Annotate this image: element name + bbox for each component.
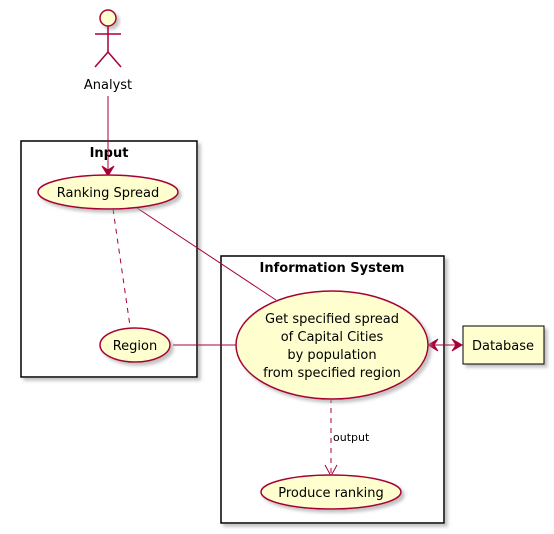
actor-left-leg bbox=[94, 51, 109, 68]
usecase-ranking-spread: Ranking Spread bbox=[37, 174, 179, 210]
usecase-get-spread-line-4: from specified region bbox=[263, 366, 401, 381]
edge-getspread-database bbox=[427, 338, 463, 352]
actor-right-leg bbox=[107, 51, 122, 68]
edge-ranking-getspread bbox=[133, 205, 277, 301]
database-node: Database bbox=[462, 325, 545, 365]
usecase-get-spread-line-1: Get specified spread bbox=[265, 312, 399, 327]
package-info-title: Information System bbox=[260, 261, 405, 276]
database-label: Database bbox=[472, 339, 534, 354]
package-input-title: Input bbox=[90, 146, 129, 161]
usecase-ranking-spread-label: Ranking Spread bbox=[57, 186, 160, 201]
usecase-produce-ranking-label: Produce ranking bbox=[278, 486, 384, 501]
usecase-get-spread-line-2: of Capital Cities bbox=[281, 330, 384, 345]
usecase-produce-ranking: Produce ranking bbox=[260, 474, 402, 510]
usecase-get-spread-line-3: by population bbox=[287, 348, 376, 363]
edge-output-label: output bbox=[333, 431, 370, 444]
actor-analyst bbox=[94, 9, 122, 68]
actor-label: Analyst bbox=[84, 78, 132, 93]
actor-head bbox=[99, 9, 117, 27]
usecase-region: Region bbox=[99, 327, 171, 363]
usecase-region-label: Region bbox=[113, 339, 158, 354]
usecase-get-specified-spread: Get specified spread of Capital Cities b… bbox=[235, 290, 429, 400]
edge-analyst-ranking bbox=[101, 96, 115, 177]
